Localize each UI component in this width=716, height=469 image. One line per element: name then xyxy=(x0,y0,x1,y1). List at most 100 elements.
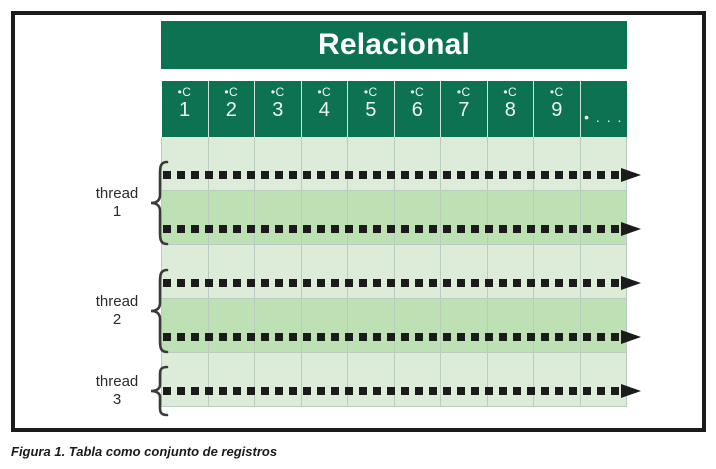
column-header-overflow: • . . . xyxy=(580,81,627,137)
table-cell xyxy=(487,352,534,407)
thread-group-2: thread 2 xyxy=(88,268,170,354)
column-header-c1: •C 1 xyxy=(161,81,209,137)
column-header-c6: •C 6 xyxy=(394,81,441,137)
page-title: Relacional xyxy=(317,28,471,61)
table-cell xyxy=(347,137,395,191)
table-cell xyxy=(161,244,209,299)
table-cell xyxy=(440,190,488,245)
table-cell xyxy=(394,190,441,245)
column-header-c3: •C 3 xyxy=(254,81,302,137)
table-cell xyxy=(394,244,441,299)
table-cell xyxy=(394,352,441,407)
relational-table: •C 1 •C 2 •C 3 xyxy=(161,81,627,407)
table-row xyxy=(161,137,627,191)
column-header-c4: •C 4 xyxy=(301,81,348,137)
column-header-c7-number: 7 xyxy=(458,99,470,121)
column-header-c9-label: •C xyxy=(549,85,564,99)
brace-icon xyxy=(150,160,169,246)
table-row xyxy=(161,298,627,353)
table-cell xyxy=(208,244,255,299)
table-cell xyxy=(301,298,348,353)
column-header-c9-number: 9 xyxy=(551,99,563,121)
table-cell xyxy=(208,298,255,353)
table-cell xyxy=(487,190,534,245)
table-cell xyxy=(254,190,302,245)
relacional-title-banner: Relacional xyxy=(161,21,627,69)
table-cell xyxy=(580,298,627,353)
table-cell xyxy=(208,352,255,407)
table-cell xyxy=(580,244,627,299)
table-cell xyxy=(254,298,302,353)
thread-1-number: 1 xyxy=(112,203,122,220)
table-cell xyxy=(254,352,302,407)
table-cell xyxy=(254,244,302,299)
table-cell xyxy=(347,190,395,245)
table-cell xyxy=(301,137,348,191)
table-cell xyxy=(533,137,581,191)
table-cell xyxy=(440,352,488,407)
brace-icon xyxy=(150,365,169,417)
table-cell xyxy=(301,244,348,299)
column-header-c8: •C 8 xyxy=(487,81,534,137)
table-cell xyxy=(533,298,581,353)
table-cell xyxy=(580,137,627,191)
table-cell xyxy=(347,244,395,299)
column-header-c4-label: •C xyxy=(317,85,332,99)
column-header-c4-number: 4 xyxy=(318,99,330,121)
table-row xyxy=(161,190,627,245)
thread-1-name: thread xyxy=(95,185,139,202)
table-row xyxy=(161,244,627,299)
table-cell xyxy=(347,352,395,407)
table-cell xyxy=(301,352,348,407)
table-cell xyxy=(533,352,581,407)
table-cell xyxy=(440,244,488,299)
table-cell xyxy=(208,190,255,245)
table-cell xyxy=(254,137,302,191)
column-header-c9: •C 9 xyxy=(533,81,581,137)
column-header-c3-number: 3 xyxy=(272,99,284,121)
table-cell xyxy=(394,137,441,191)
column-header-c6-label: •C xyxy=(410,85,425,99)
figure-caption: Figura 1. Tabla como conjunto de registr… xyxy=(11,444,278,459)
column-header-c7: •C 7 xyxy=(440,81,488,137)
column-header-c5: •C 5 xyxy=(347,81,395,137)
thread-3-name: thread xyxy=(95,373,139,390)
table-cell xyxy=(533,244,581,299)
thread-2-name: thread xyxy=(95,293,139,310)
column-header-c3-label: •C xyxy=(270,85,285,99)
brace-icon xyxy=(150,268,169,354)
column-header-c8-number: 8 xyxy=(504,99,516,121)
table-cell xyxy=(161,190,209,245)
table-cell xyxy=(301,190,348,245)
table-cell xyxy=(440,137,488,191)
thread-group-1: thread 1 xyxy=(88,160,170,246)
table-cell xyxy=(161,352,209,407)
table-cell xyxy=(347,298,395,353)
column-header-c5-number: 5 xyxy=(365,99,377,121)
table-cell xyxy=(161,137,209,191)
table-cell xyxy=(533,190,581,245)
thread-1-label: thread 1 xyxy=(88,185,146,221)
table-cell xyxy=(487,298,534,353)
column-header-c8-label: •C xyxy=(503,85,518,99)
table-grid: •C 1 •C 2 •C 3 xyxy=(161,81,627,407)
column-header-c2: •C 2 xyxy=(208,81,255,137)
column-header-c5-label: •C xyxy=(363,85,378,99)
table-cell xyxy=(440,298,488,353)
table-row xyxy=(161,352,627,407)
thread-3-number: 3 xyxy=(112,391,122,408)
table-header-row: •C 1 •C 2 •C 3 xyxy=(161,81,627,137)
column-header-c2-number: 2 xyxy=(225,99,237,121)
table-cell xyxy=(487,244,534,299)
thread-2-label: thread 2 xyxy=(88,293,146,329)
table-cell xyxy=(580,190,627,245)
column-header-c1-label: •C xyxy=(177,85,192,99)
column-header-c7-label: •C xyxy=(456,85,471,99)
column-header-c2-label: •C xyxy=(224,85,239,99)
thread-2-number: 2 xyxy=(112,311,122,328)
column-header-c6-number: 6 xyxy=(411,99,423,121)
table-cell xyxy=(394,298,441,353)
column-header-overflow-label: • . . . xyxy=(584,109,623,125)
table-cell xyxy=(580,352,627,407)
thread-group-3: thread 3 xyxy=(88,365,170,417)
